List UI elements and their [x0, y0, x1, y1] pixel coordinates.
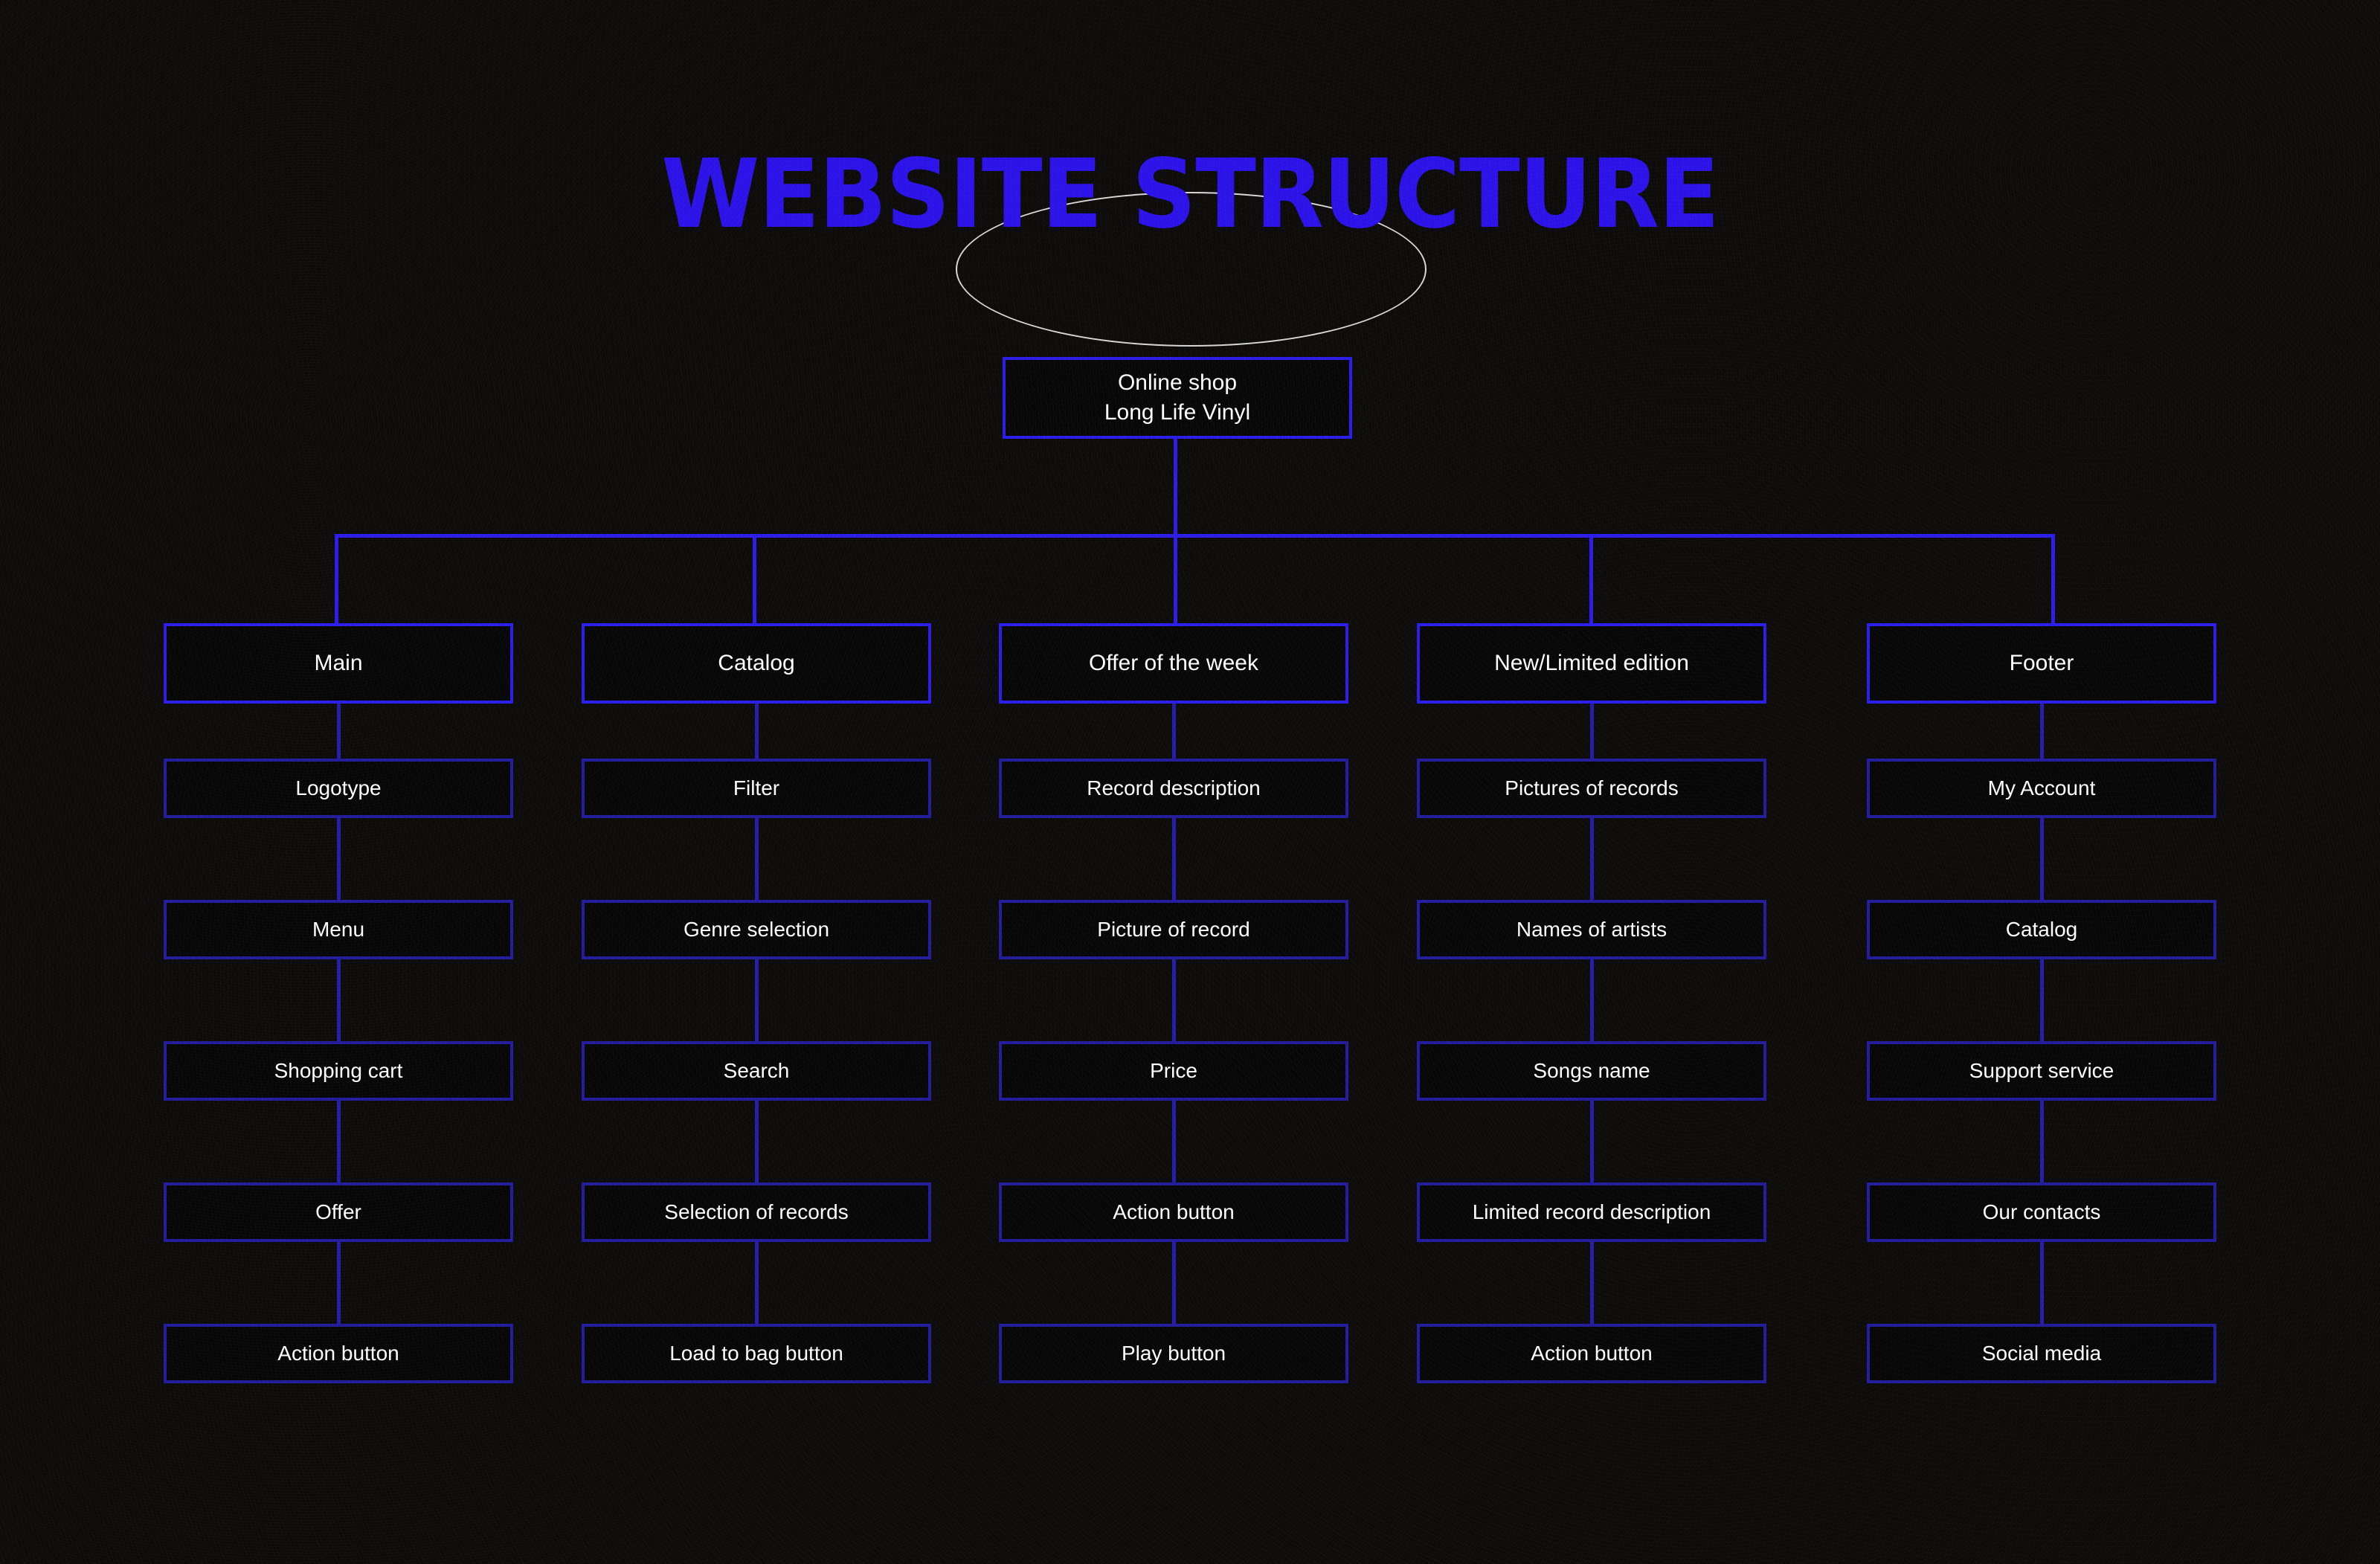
node-label: Pictures of records	[1505, 776, 1679, 799]
node-offer-picture-of-record[interactable]: Picture of record	[999, 900, 1348, 959]
node-limited-names-of-artists[interactable]: Names of artists	[1417, 900, 1766, 959]
node-limited-songs-name[interactable]: Songs name	[1417, 1041, 1766, 1101]
node-label: Names of artists	[1516, 918, 1667, 941]
node-label: Action button	[1113, 1200, 1235, 1223]
node-label: Support service	[1969, 1059, 2114, 1082]
node-catalog-selection-of-records[interactable]: Selection of records	[582, 1182, 931, 1242]
node-label: Load to bag button	[669, 1342, 843, 1365]
column-header-label: Main	[314, 651, 363, 675]
column-header-catalog[interactable]: Catalog	[582, 623, 931, 704]
node-offer-action-button[interactable]: Action button	[999, 1182, 1348, 1242]
node-main-menu[interactable]: Menu	[164, 900, 513, 959]
connector-drop-col3	[1174, 534, 1177, 625]
node-label: Price	[1150, 1059, 1197, 1082]
node-footer-my-account[interactable]: My Account	[1867, 759, 2216, 818]
node-label: Selection of records	[664, 1200, 849, 1223]
node-main-shopping-cart[interactable]: Shopping cart	[164, 1041, 513, 1101]
node-label: Action button	[1531, 1342, 1653, 1365]
node-limited-record-description[interactable]: Limited record description	[1417, 1182, 1766, 1242]
node-label: Picture of record	[1097, 918, 1250, 941]
connector-drop-col2	[753, 534, 756, 625]
node-label: Offer	[315, 1200, 361, 1223]
column-header-label: Offer of the week	[1089, 651, 1258, 675]
column-header-offer-of-the-week[interactable]: Offer of the week	[999, 623, 1348, 704]
node-offer-price[interactable]: Price	[999, 1041, 1348, 1101]
node-catalog-search[interactable]: Search	[582, 1041, 931, 1101]
node-offer-play-button[interactable]: Play button	[999, 1324, 1348, 1383]
page-title: WEBSITE STRUCTURE	[661, 139, 1720, 250]
column-header-new-limited-edition[interactable]: New/Limited edition	[1417, 623, 1766, 704]
node-main-logotype[interactable]: Logotype	[164, 759, 513, 818]
node-label: Search	[723, 1059, 790, 1082]
root-node[interactable]: Online shop Long Life Vinyl	[1003, 357, 1352, 439]
node-label: Menu	[312, 918, 365, 941]
node-label: Catalog	[2005, 918, 2078, 941]
node-label: My Account	[1987, 776, 2096, 799]
node-main-action-button[interactable]: Action button	[164, 1324, 513, 1383]
node-label: Shopping cart	[274, 1059, 403, 1082]
node-label: Play button	[1121, 1342, 1226, 1365]
node-label: Social media	[1981, 1342, 2102, 1365]
node-limited-action-button[interactable]: Action button	[1417, 1324, 1766, 1383]
connector-drop-col1	[335, 534, 338, 625]
node-limited-pictures-of-records[interactable]: Pictures of records	[1417, 759, 1766, 818]
node-label: Record description	[1087, 776, 1261, 799]
node-label: Our contacts	[1982, 1200, 2101, 1223]
column-header-label: New/Limited edition	[1494, 651, 1689, 675]
node-catalog-load-to-bag-button[interactable]: Load to bag button	[582, 1324, 931, 1383]
root-node-line1: Online shop	[1117, 370, 1238, 395]
connector-root-stem	[1174, 436, 1177, 537]
connector-drop-col5	[2051, 534, 2055, 625]
title-ellipse-decoration	[956, 192, 1427, 347]
node-catalog-filter[interactable]: Filter	[582, 759, 931, 818]
column-header-footer[interactable]: Footer	[1867, 623, 2216, 704]
node-label: Action button	[277, 1342, 399, 1365]
column-header-label: Footer	[2009, 651, 2074, 675]
node-footer-support-service[interactable]: Support service	[1867, 1041, 2216, 1101]
node-main-offer[interactable]: Offer	[164, 1182, 513, 1242]
node-footer-our-contacts[interactable]: Our contacts	[1867, 1182, 2216, 1242]
node-label: Filter	[733, 776, 780, 799]
node-footer-catalog[interactable]: Catalog	[1867, 900, 2216, 959]
root-node-line2: Long Life Vinyl	[1104, 400, 1251, 425]
node-footer-social-media[interactable]: Social media	[1867, 1324, 2216, 1383]
node-offer-record-description[interactable]: Record description	[999, 759, 1348, 818]
column-header-main[interactable]: Main	[164, 623, 513, 704]
node-catalog-genre-selection[interactable]: Genre selection	[582, 900, 931, 959]
connector-horizontal-bus	[335, 534, 2055, 538]
node-label: Logotype	[295, 776, 382, 799]
node-label: Genre selection	[683, 918, 830, 941]
connector-drop-col4	[1589, 534, 1593, 625]
node-label: Songs name	[1533, 1059, 1650, 1082]
title-block: WEBSITE STRUCTURE	[0, 88, 2380, 347]
column-header-label: Catalog	[718, 651, 795, 675]
node-label: Limited record description	[1472, 1200, 1711, 1223]
